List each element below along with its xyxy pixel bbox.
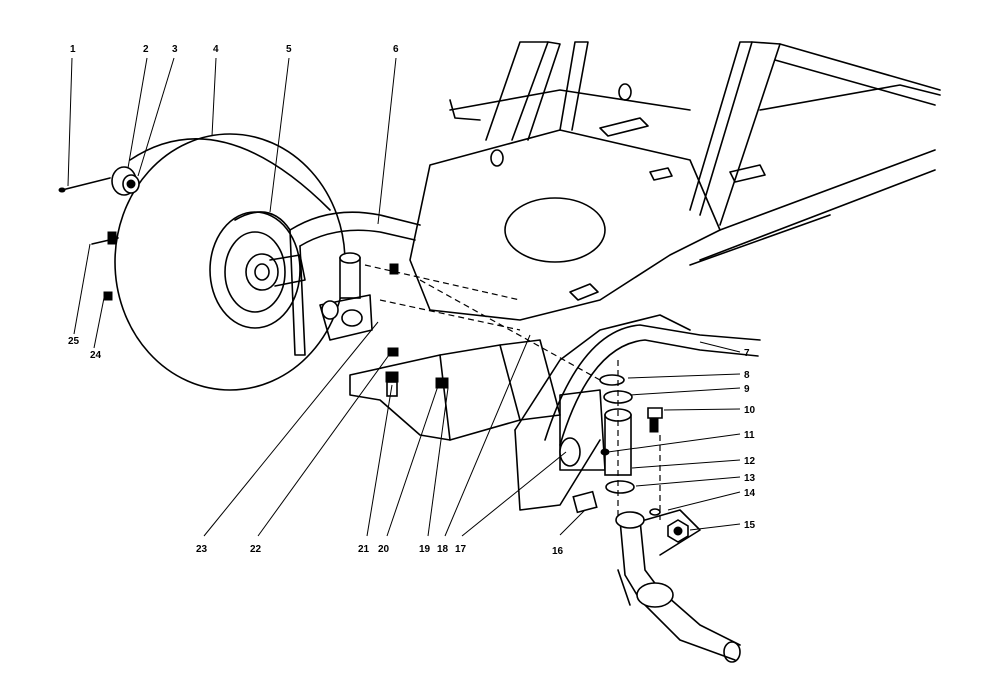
callout-7: 7 — [744, 348, 750, 359]
callout-6: 6 — [393, 44, 399, 55]
callout-23: 23 — [196, 544, 208, 555]
tire-wheel-assembly — [114, 133, 346, 391]
callout-11: 11 — [744, 430, 755, 441]
front-axle-right — [544, 324, 761, 663]
callout-8: 8 — [744, 370, 750, 381]
callout-2: 2 — [143, 44, 149, 55]
callout-4: 4 — [213, 44, 219, 55]
callout-22: 22 — [250, 544, 262, 555]
callout-1: 1 — [70, 44, 76, 55]
callout-16: 16 — [552, 546, 564, 557]
callout-21: 21 — [358, 544, 370, 555]
callout-10: 10 — [744, 405, 756, 416]
callout-13: 13 — [744, 473, 756, 484]
callout-labels: 1 2 3 4 5 6 7 8 9 10 11 12 13 14 15 16 1… — [68, 44, 756, 557]
callout-5: 5 — [286, 44, 292, 55]
callout-3: 3 — [172, 44, 178, 55]
callout-9: 9 — [744, 384, 750, 395]
callout-24: 24 — [90, 350, 102, 361]
callout-18: 18 — [437, 544, 449, 555]
callout-19: 19 — [419, 544, 431, 555]
hub-hardware — [58, 166, 140, 301]
front-axle-left — [289, 211, 449, 397]
leader-lines — [67, 57, 741, 537]
tractor-frame — [349, 41, 941, 511]
callout-12: 12 — [744, 456, 756, 467]
callout-17: 17 — [455, 544, 467, 555]
callout-15: 15 — [744, 520, 756, 531]
callout-14: 14 — [744, 488, 756, 499]
callout-20: 20 — [378, 544, 390, 555]
callout-25: 25 — [68, 336, 80, 347]
